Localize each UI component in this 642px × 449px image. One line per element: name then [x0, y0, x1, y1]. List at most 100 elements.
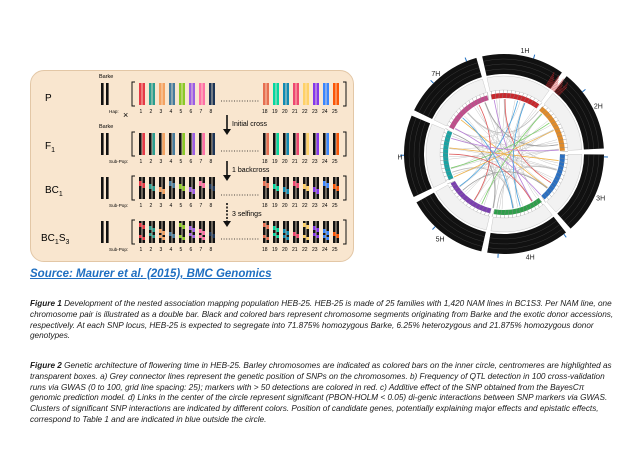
family-bar-pair-right [323, 83, 329, 105]
family-number: 5 [180, 159, 183, 165]
family-bar-pair-right [263, 133, 269, 155]
step-selfings-label: 3 selfings [232, 211, 262, 218]
source-link[interactable]: Source: Maurer et al. (2015), BMC Genomi… [30, 268, 272, 280]
cross-symbol: × [123, 110, 128, 120]
family-bar-pair-left [189, 177, 195, 199]
family-bar-pair-right [333, 83, 339, 105]
bracket-right [343, 131, 347, 157]
family-number: 6 [190, 203, 193, 209]
family-number: 4 [170, 109, 173, 115]
step-selfings: 3 selfings [223, 203, 262, 227]
family-number: 22 [302, 247, 308, 253]
chromosome-sector-1H [482, 54, 562, 109]
family-bar-pair-left [149, 83, 155, 105]
family-number: 22 [302, 109, 308, 115]
family-bar-pair-right [323, 221, 329, 243]
barke-label-p: Barke [99, 74, 113, 80]
chromosome-sector-4H [487, 197, 567, 254]
family-bar-pair-right [293, 221, 299, 243]
family-bar-pair-left [139, 221, 145, 243]
qtl-spikes [545, 72, 569, 96]
family-number: 6 [190, 159, 193, 165]
family-number: 6 [190, 247, 193, 253]
family-number: 2 [150, 247, 153, 253]
row-label-f1: F1 [45, 141, 55, 154]
family-number: 2 [150, 109, 153, 115]
family-bar-pair-right [293, 83, 299, 105]
family-number: 21 [292, 247, 298, 253]
family-number: 3 [160, 109, 163, 115]
family-number: 3 [160, 203, 163, 209]
family-bar-pair-right [303, 83, 309, 105]
family-bar-pair-left [189, 83, 195, 105]
bracket-left [131, 81, 135, 107]
bracket-right [343, 81, 347, 107]
family-number: 23 [312, 203, 318, 209]
family-number: 20 [282, 247, 288, 253]
family-number: 19 [272, 203, 278, 209]
row-label-bc1s3: BC1S3 [41, 233, 69, 246]
bracket-left [131, 175, 135, 201]
family-bar-pair-left [179, 83, 185, 105]
family-number: 19 [272, 109, 278, 115]
chromosome-label: 1H [520, 48, 529, 55]
family-number: 24 [322, 247, 328, 253]
family-number: 22 [302, 203, 308, 209]
family-number: 5 [180, 247, 183, 253]
family-bar-pair-left [159, 221, 165, 243]
chromosome-label: 7H [431, 71, 440, 78]
family-number: 1 [140, 247, 143, 253]
figure-2-circos-plot: 1H2H3H4H5H6H7H [394, 42, 610, 264]
family-bar-pair-left [139, 83, 145, 105]
barke-bar [106, 83, 109, 105]
family-bar-pair-left [169, 83, 175, 105]
family-bar-pair-right [303, 133, 309, 155]
row-tag: Sub-Pop: [109, 159, 128, 164]
family-number: 22 [302, 159, 308, 165]
row-tag: Hap: [109, 109, 119, 114]
family-number: 23 [312, 247, 318, 253]
family-number: 25 [332, 203, 338, 209]
family-number: 24 [322, 203, 328, 209]
step-initial-cross: Initial cross [223, 115, 268, 135]
chromosome-label: 5H [436, 237, 445, 244]
chromosome-sector-7H [414, 57, 489, 130]
family-number: 25 [332, 109, 338, 115]
barke-bar [106, 221, 109, 243]
barke-bar [106, 177, 109, 199]
family-bar-pair-left [149, 177, 155, 199]
family-number: 5 [180, 109, 183, 115]
chromosome-label: 4H [526, 255, 535, 262]
family-bar-pair-left [169, 221, 175, 243]
family-bar-pair-left [189, 133, 195, 155]
family-bar-pair-left [159, 133, 165, 155]
step-backcross: 1 backcross [223, 161, 270, 181]
family-bar-pair-right [323, 133, 329, 155]
family-number: 20 [282, 159, 288, 165]
barke-bar [106, 133, 109, 155]
family-number: 18 [262, 247, 268, 253]
bracket-left [131, 131, 135, 157]
family-bar-pair-right [283, 221, 289, 243]
chromosome-sector-2H [538, 76, 604, 152]
family-bar-pair-right [293, 133, 299, 155]
family-number: 19 [272, 159, 278, 165]
family-bar-pair-right [333, 133, 339, 155]
family-number: 7 [200, 159, 203, 165]
figure-2-drawing: 1H2H3H4H5H6H7H [394, 48, 608, 262]
chromosome-label: 3H [596, 196, 605, 203]
family-bar-pair-right [303, 221, 309, 243]
family-number: 23 [312, 109, 318, 115]
family-bar-pair-left [169, 133, 175, 155]
barke-bar [101, 177, 104, 199]
family-bar-pair-right [263, 83, 269, 105]
family-number: 21 [292, 203, 298, 209]
step-initial-cross-label: Initial cross [232, 121, 268, 128]
family-number: 2 [150, 159, 153, 165]
family-number: 21 [292, 109, 298, 115]
family-bar-pair-right [323, 177, 329, 199]
family-number: 20 [282, 203, 288, 209]
barke-bar [101, 221, 104, 243]
